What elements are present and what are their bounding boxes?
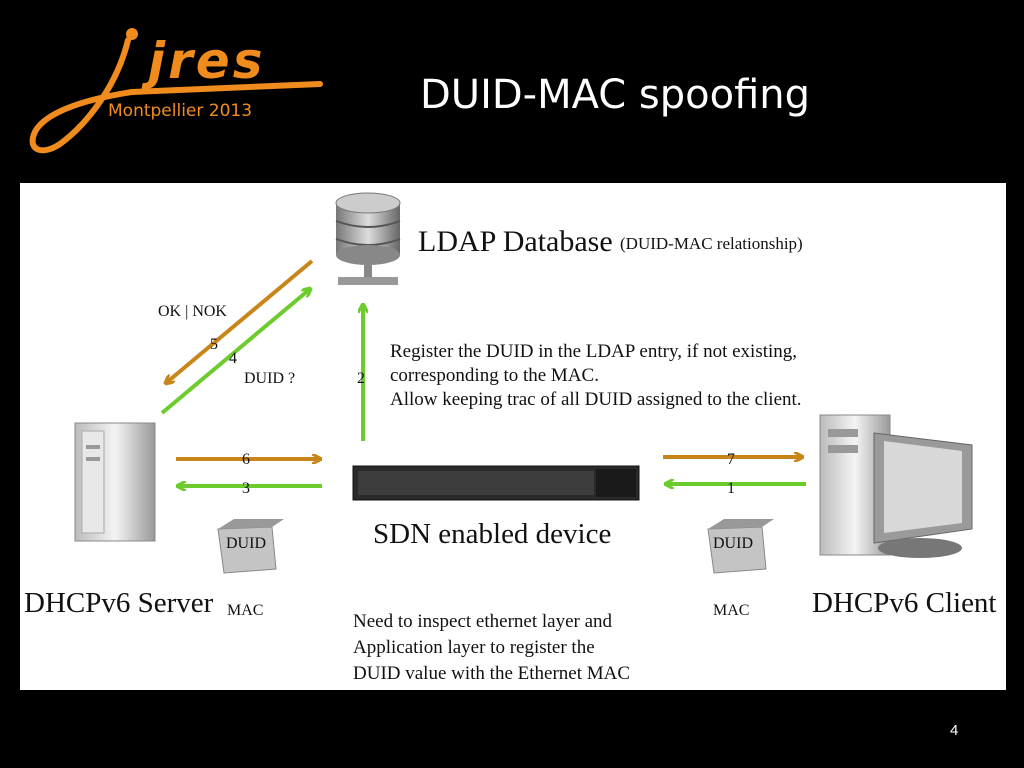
step-6-label: 6 (242, 451, 250, 468)
network-switch-icon (352, 465, 640, 501)
duid-query-label: DUID ? (244, 370, 295, 387)
server-mac-label: MAC (227, 602, 263, 619)
desktop-computer-icon (819, 414, 973, 558)
inspect-line-1: Need to inspect ethernet layer and (353, 611, 613, 632)
database-icon (335, 192, 401, 285)
step-7-label: 7 (727, 451, 735, 468)
logo-subtitle: Montpellier 2013 (108, 101, 252, 121)
logo-brand: jres (141, 32, 265, 90)
slide-title: DUID-MAC spoofing (420, 72, 811, 118)
client-label: DHCPv6 Client (812, 587, 997, 619)
step-4-label: 4 (229, 350, 237, 367)
jres-logo: jres Montpellier 2013 (29, 28, 323, 154)
register-line-2: corresponding to the MAC. (390, 365, 599, 386)
inspect-line-3: DUID value with the Ethernet MAC (353, 663, 630, 684)
diagram-panel: LDAP Database (DUID-MAC relationship) OK… (20, 183, 1006, 690)
client-mac-label: MAC (713, 602, 749, 619)
server-duid-label: DUID (226, 535, 266, 552)
ldap-sub-label: (DUID-MAC relationship) (620, 234, 803, 253)
step-3-label: 3 (242, 480, 250, 497)
ldap-label: LDAP Database (418, 225, 613, 258)
duid-folder-icon (707, 519, 774, 574)
server-tower-icon (74, 422, 156, 542)
duid-folder-icon (217, 519, 284, 574)
page-number: 4 (950, 722, 959, 739)
server-label: DHCPv6 Server (24, 587, 214, 619)
arrow-5-ok-nok (166, 259, 314, 383)
diagram: LDAP Database (DUID-MAC relationship) OK… (24, 192, 997, 684)
client-duid-label: DUID (713, 535, 753, 552)
step-1-label: 1 (727, 480, 735, 497)
switch-label: SDN enabled device (373, 518, 611, 550)
step-5-label: 5 (210, 336, 218, 353)
inspect-line-2: Application layer to register the (353, 637, 595, 658)
arrow-4-duid-query (160, 289, 310, 415)
step-2-label: 2 (357, 370, 365, 387)
ok-nok-label: OK | NOK (158, 303, 227, 320)
register-line-3: Allow keeping trac of all DUID assigned … (390, 389, 802, 410)
register-line-1: Register the DUID in the LDAP entry, if … (390, 341, 797, 362)
